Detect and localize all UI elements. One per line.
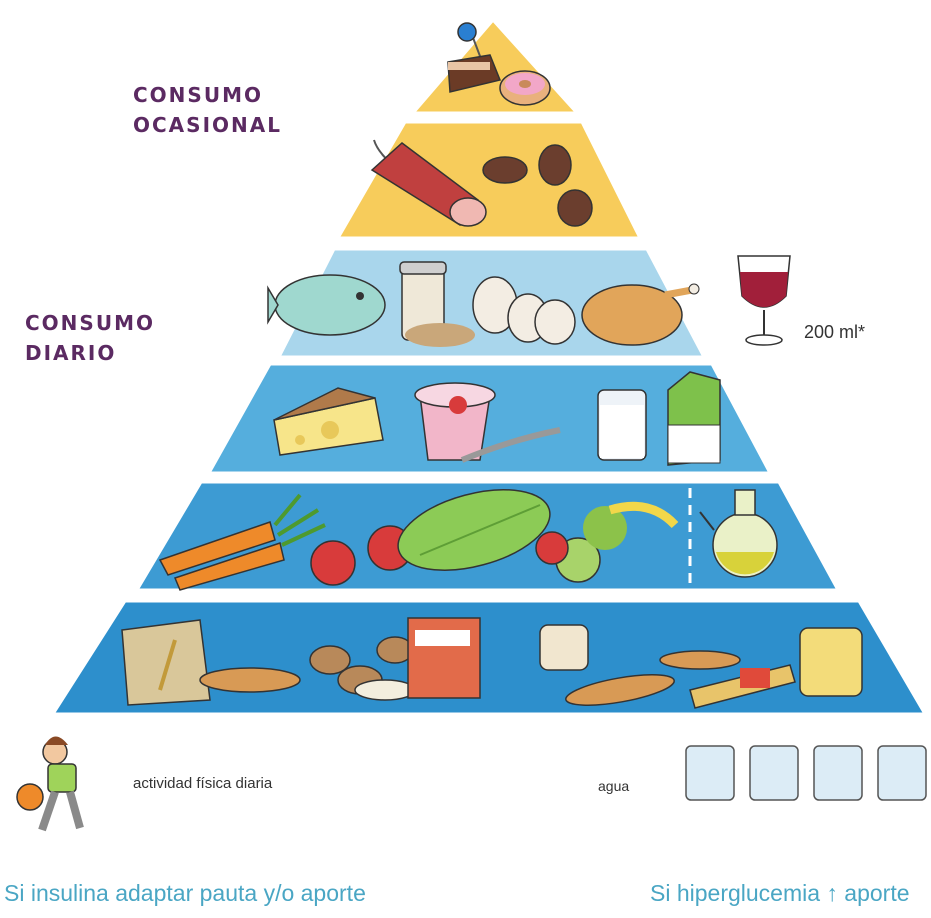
cheese-icon — [273, 387, 384, 456]
fish-icon — [267, 274, 386, 336]
child-basketball-icon — [16, 736, 84, 832]
fruit-icon — [535, 501, 679, 583]
wine-amount: 200 ml* — [804, 322, 866, 342]
label-line-2: OCASIONAL — [133, 113, 282, 137]
pyramid-tier-sausages — [335, 120, 643, 240]
yogurt-icon — [414, 382, 561, 463]
milk-glass-icon — [597, 389, 647, 461]
label-consumo-diario: CONSUMO DIARIO — [25, 308, 155, 368]
hyperglycemia-note: Si hiperglucemia ↑ aporte — [650, 880, 910, 906]
activity-label: actividad física diaria — [133, 775, 273, 792]
lettuce-icon — [397, 489, 551, 571]
bread-icon — [199, 624, 741, 706]
pasta-icon — [689, 627, 863, 709]
label-line-2: DIARIO — [25, 341, 117, 365]
carrot-icon — [158, 493, 326, 591]
water-glass-icon — [685, 745, 927, 801]
flour-sack-icon — [121, 619, 211, 706]
label-line-1: CONSUMO — [25, 311, 155, 335]
insulin-note: Si insulina adaptar pauta y/o aporte — [4, 880, 366, 906]
milk-carton-icon — [667, 371, 721, 466]
cereal-box-icon — [407, 617, 481, 699]
chicken-icon — [581, 283, 700, 346]
eggs-icon — [472, 276, 576, 345]
potato-icon — [309, 636, 416, 701]
sweets-icon — [447, 22, 551, 106]
label-consumo-ocasional: CONSUMO OCASIONAL — [133, 80, 282, 140]
sausage-icon — [370, 139, 593, 227]
wine-glass-icon — [737, 255, 791, 346]
water-label: agua — [598, 778, 630, 794]
olive-oil-icon — [699, 489, 778, 578]
legume-jar-icon — [399, 261, 475, 347]
label-line-1: CONSUMO — [133, 83, 263, 107]
